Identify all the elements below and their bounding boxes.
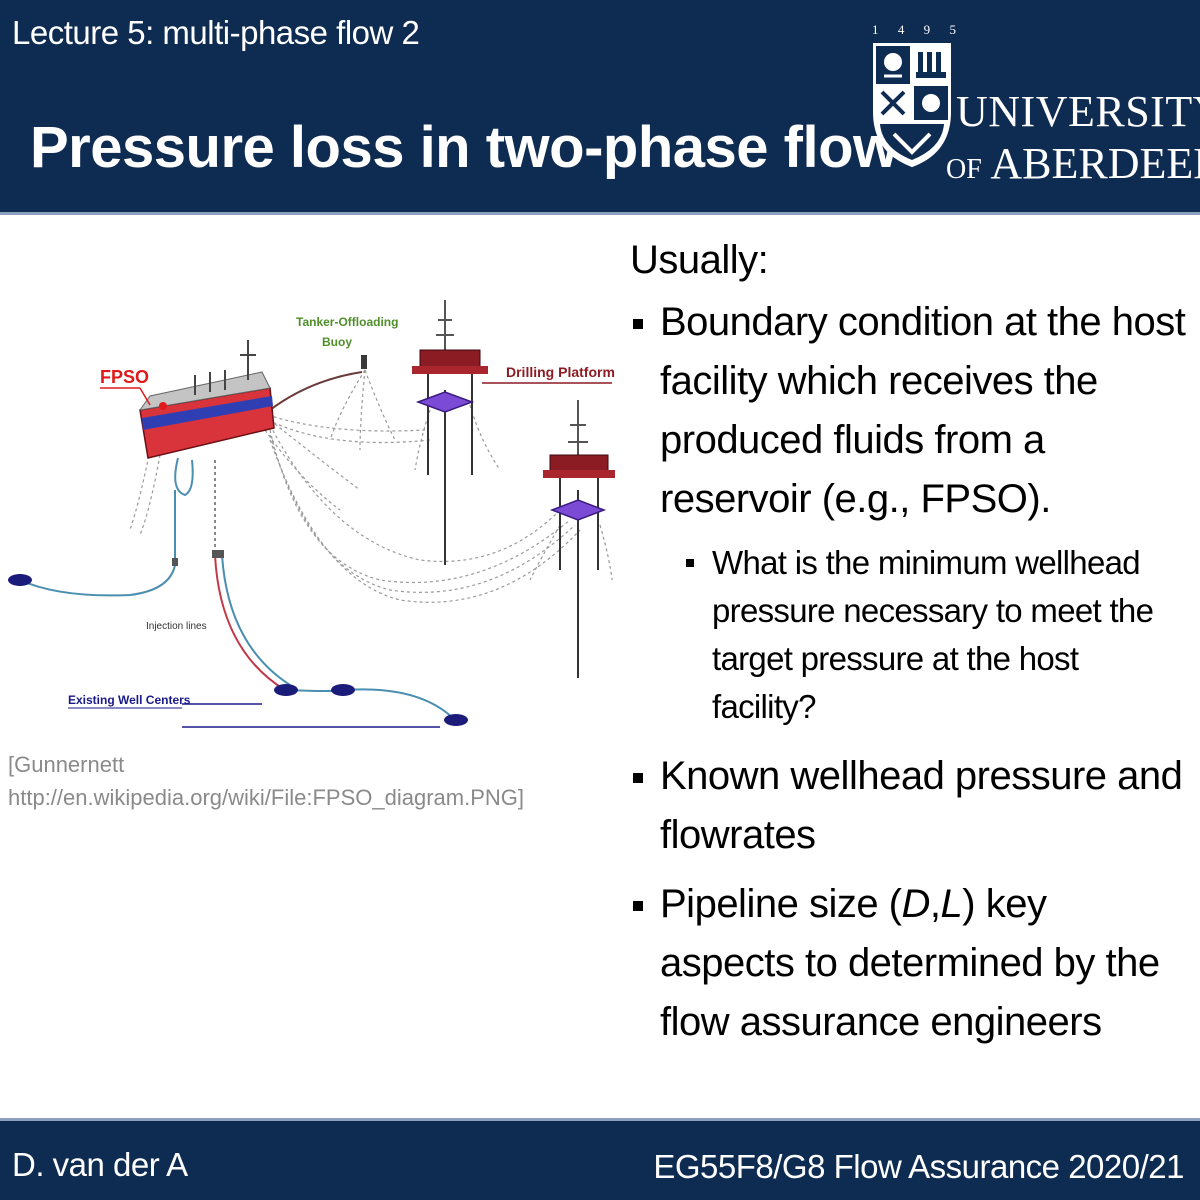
logo-aberdeen-text: OF ABERDEEN bbox=[946, 139, 1200, 188]
author-label: D. van der A bbox=[12, 1146, 188, 1183]
bullet-boundary-condition: Boundary condition at the host facility … bbox=[630, 293, 1190, 529]
buoy-label-line2: Buoy bbox=[322, 335, 352, 349]
image-source-citation: [Gunnernett http://en.wikipedia.org/wiki… bbox=[8, 752, 524, 810]
fpso-vessel bbox=[138, 340, 275, 459]
platform-label: Drilling Platform bbox=[506, 364, 615, 380]
lecture-label: Lecture 5: multi-phase flow 2 bbox=[12, 14, 420, 51]
offloading-buoy bbox=[269, 355, 367, 411]
header-divider bbox=[0, 212, 1200, 215]
slide-body: Usually: Boundary condition at the host … bbox=[630, 238, 1190, 1062]
intro-text: Usually: bbox=[630, 238, 769, 282]
flowlines bbox=[19, 457, 456, 721]
slide-title: Pressure loss in two-phase flow bbox=[30, 115, 898, 180]
sub-bullet-min-wellhead: What is the minimum wellhead pressure ne… bbox=[686, 539, 1190, 731]
bullet-known-wellhead: Known wellhead pressure and flowrates bbox=[630, 747, 1190, 865]
university-logo: 1 4 9 5 UNIVERSITY OF ABERDEEN bbox=[866, 22, 1200, 192]
bullet-pipeline-size: Pipeline size (D,L) key aspects to deter… bbox=[630, 875, 1190, 1052]
slide-footer: D. van der A EG55F8/G8 Flow Assurance 20… bbox=[0, 1118, 1200, 1200]
footer-divider bbox=[0, 1118, 1200, 1121]
fpso-diagram: FPSO Tanker-Offloading Buoy Drilling Pla… bbox=[8, 300, 615, 728]
injection-lines-label: Injection lines bbox=[146, 621, 207, 632]
shield-icon bbox=[873, 43, 951, 168]
logo-year: 1 4 9 5 bbox=[872, 22, 956, 37]
course-label: EG55F8/G8 Flow Assurance 2020/21 bbox=[653, 1148, 1184, 1185]
well-centers-label: Existing Well Centers bbox=[68, 693, 191, 707]
drilling-platform-1 bbox=[412, 300, 488, 565]
slide-header: Lecture 5: multi-phase flow 2 Pressure l… bbox=[0, 0, 1200, 212]
logo-university-text: UNIVERSITY bbox=[956, 87, 1200, 136]
buoy-label-line1: Tanker-Offloading bbox=[296, 315, 398, 329]
well-centers bbox=[8, 550, 468, 726]
fpso-label: FPSO bbox=[100, 367, 149, 387]
drilling-platform-2 bbox=[543, 400, 615, 678]
mooring-lines bbox=[129, 369, 613, 603]
